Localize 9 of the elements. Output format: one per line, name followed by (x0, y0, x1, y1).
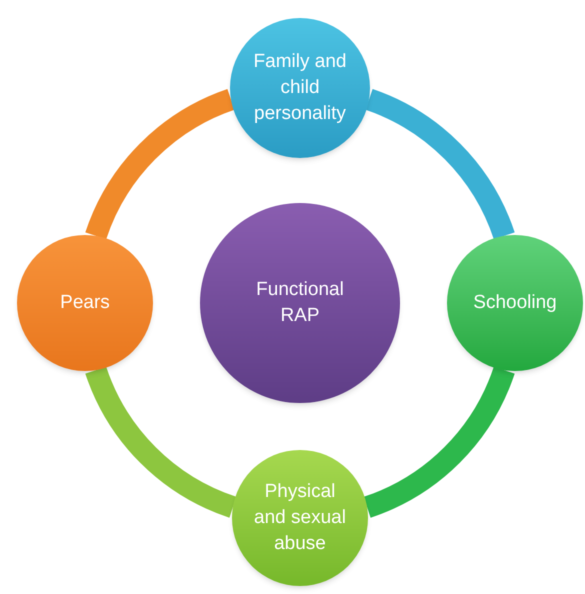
ring-connector (364, 89, 514, 240)
ring-connector (363, 366, 514, 518)
ring-connector (86, 89, 236, 240)
node-label: Physical and sexual abuse (253, 480, 347, 556)
node-label: Pears (59, 291, 111, 315)
node-label: Family and child personality (252, 50, 348, 126)
node-label: Functional RAP (255, 278, 345, 328)
ring-connector (86, 366, 237, 518)
node-label: Schooling (472, 291, 558, 315)
